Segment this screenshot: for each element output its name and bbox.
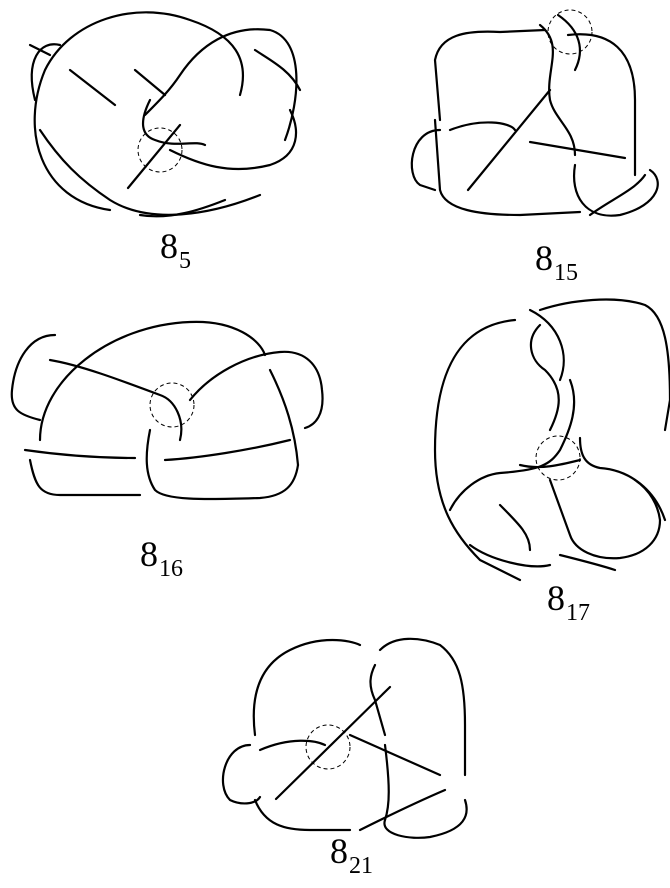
knot-index: 21 [349,853,373,879]
crossing-marker [137,127,183,173]
knot-8-16-diagram [10,320,324,501]
knot-8-21-diagram [221,637,468,839]
knot-8-15-diagram [410,9,659,217]
knot-label-8-15: 815 [535,238,578,285]
knot-8-17: 817 [420,290,670,630]
crossing-number: 8 [330,831,348,871]
knot-8-17-diagram [433,298,670,582]
knot-8-21: 821 [200,625,490,888]
crossing-marker [547,9,593,55]
knot-index: 5 [179,248,191,274]
crossing-number: 8 [160,226,178,266]
knot-label-8-16: 816 [140,534,183,581]
knot-8-5: 85 [0,0,310,290]
crossing-marker [535,435,581,481]
crossing-marker [149,382,195,428]
knot-index: 15 [554,260,578,286]
crossing-number: 8 [535,238,553,278]
crossing-marker [305,724,351,770]
knot-8-16: 816 [0,300,340,590]
knot-label-8-5: 85 [160,226,191,273]
knot-index: 16 [159,556,183,582]
knot-8-15: 815 [380,0,670,290]
crossing-number: 8 [140,534,158,574]
knot-index: 17 [566,600,590,626]
knot-label-8-21: 821 [330,831,373,878]
knot-label-8-17: 817 [547,578,590,625]
knot-8-5-diagram [28,11,302,218]
crossing-number: 8 [547,578,565,618]
